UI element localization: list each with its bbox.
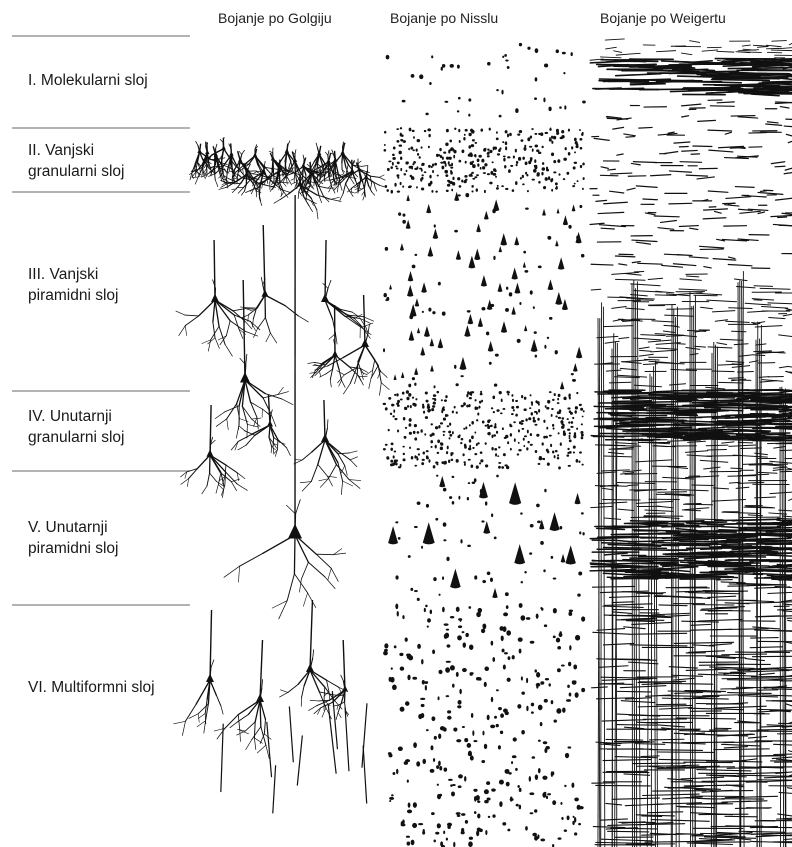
nissl-cells-panel <box>383 43 586 847</box>
layer-label-6: VI. Multiformni sloj <box>28 677 155 698</box>
layer-label-3: III. Vanjskipiramidni sloj <box>28 264 118 306</box>
layer-label-4: IV. Unutarnjigranularni sloj <box>28 406 125 448</box>
layer-label-5: V. Unutarnjipiramidni sloj <box>28 517 118 559</box>
layer-label-1: I. Molekularni sloj <box>28 70 148 91</box>
golgi-neurons-panel <box>174 137 390 813</box>
layer-label-2: II. Vanjskigranularni sloj <box>28 140 125 182</box>
weigert-fibers-panel <box>590 39 792 847</box>
